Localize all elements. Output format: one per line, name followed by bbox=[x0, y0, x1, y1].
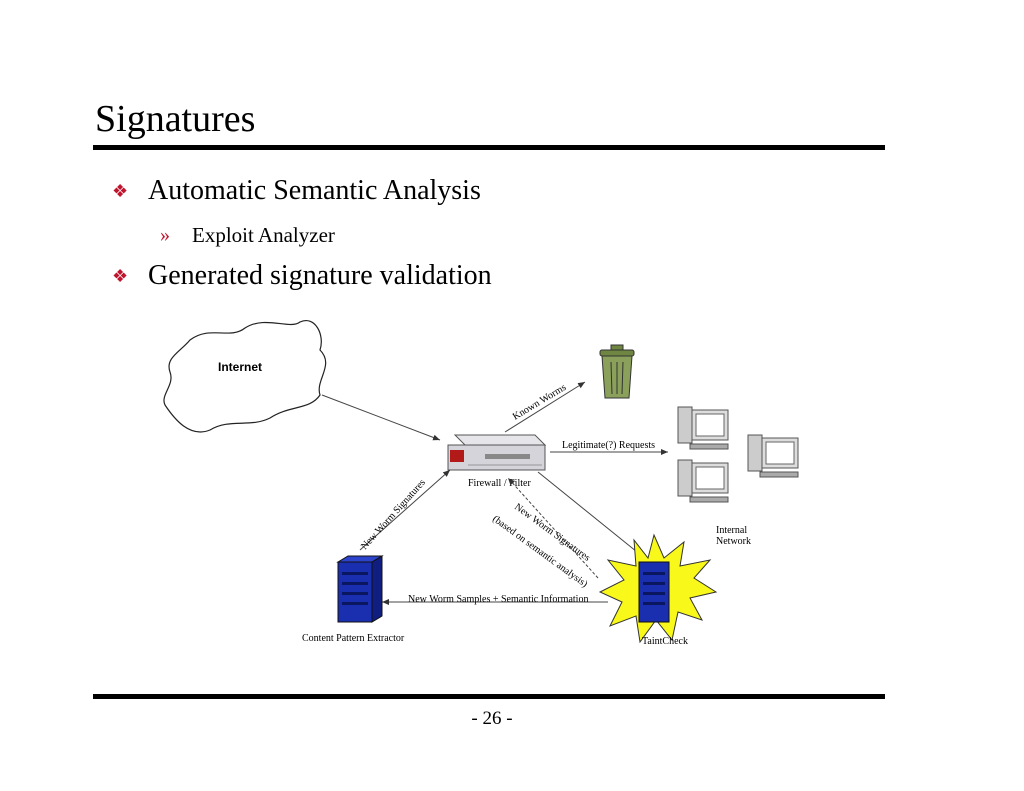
bullet-text: Generated signature validation bbox=[148, 260, 492, 291]
title-rule bbox=[93, 145, 885, 150]
firewall-to-taintcheck-arrow bbox=[537, 471, 643, 557]
taintcheck-label: TaintCheck bbox=[642, 636, 688, 647]
bullet-text: Automatic Semantic Analysis bbox=[148, 175, 481, 206]
slide-title: Signatures bbox=[95, 98, 256, 140]
computer-icon bbox=[747, 434, 799, 478]
signature-flow-diagram: Internet Firewall / Filter Known Worms L… bbox=[150, 310, 870, 660]
legit-requests-label: Legitimate(?) Requests bbox=[562, 440, 655, 451]
semantic-signatures-arrow bbox=[507, 477, 599, 579]
footer-rule bbox=[93, 694, 885, 699]
bullet-item: ❖ Automatic Semantic Analysis bbox=[112, 175, 481, 207]
diamond-bullet-icon: ❖ bbox=[112, 265, 129, 286]
firewall-device-icon bbox=[447, 434, 547, 471]
chevron-bullet-icon: » bbox=[160, 224, 170, 246]
new-signatures-arrow bbox=[359, 469, 451, 551]
trash-can-icon bbox=[599, 344, 635, 399]
page-number: - 26 - bbox=[471, 708, 513, 729]
computer-icon bbox=[677, 459, 729, 503]
computer-icon bbox=[677, 406, 729, 450]
known-worms-arrow bbox=[504, 381, 586, 433]
samples-label: New Worm Samples + Semantic Information bbox=[408, 594, 588, 605]
taintcheck-server-icon bbox=[638, 561, 670, 623]
internet-label: Internet bbox=[218, 360, 262, 374]
sub-bullet-text: Exploit Analyzer bbox=[192, 223, 335, 247]
diamond-bullet-icon: ❖ bbox=[112, 180, 129, 201]
internal-network-label: Internal bbox=[716, 525, 747, 536]
sub-bullet-item: » Exploit Analyzer bbox=[160, 223, 335, 248]
bullet-item: ❖ Generated signature validation bbox=[112, 260, 492, 292]
firewall-label: Firewall / Filter bbox=[468, 478, 531, 489]
extractor-label: Content Pattern Extractor bbox=[302, 633, 405, 644]
internal-network-label: Network bbox=[716, 536, 751, 547]
known-worms-label: Known Worms bbox=[511, 382, 569, 423]
internet-to-firewall-arrow bbox=[321, 394, 441, 441]
extractor-server-icon bbox=[336, 555, 384, 623]
new-signatures-label: New Worm Signatures bbox=[359, 477, 428, 552]
internet-cloud-icon bbox=[163, 319, 327, 433]
